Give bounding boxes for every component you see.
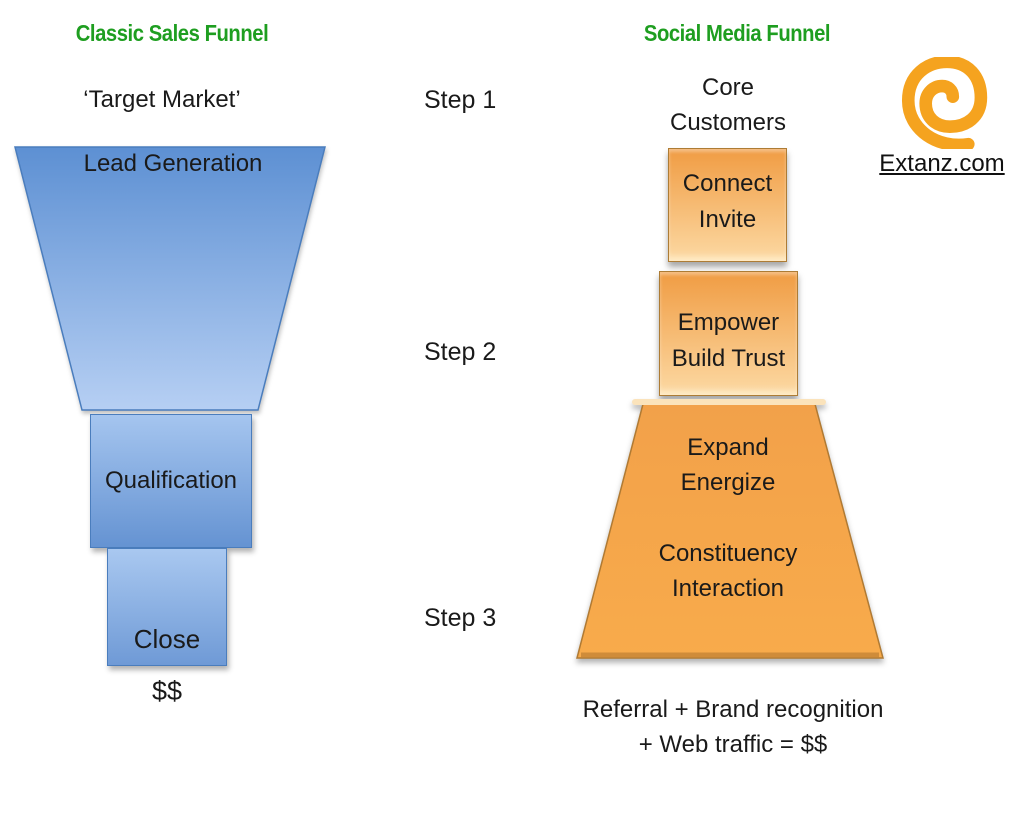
- target-market-label: ‘Target Market’: [83, 86, 241, 113]
- step-2-label: Step 2: [424, 338, 497, 366]
- extanz-site-link[interactable]: Extanz.com: [879, 150, 1005, 177]
- qualification-label: Qualification: [104, 467, 238, 494]
- empower-build-trust-label: Empower Build Trust: [671, 308, 786, 372]
- close-box: Close: [107, 548, 227, 666]
- step-3-label: Step 3: [424, 604, 497, 632]
- lead-generation-label: Lead Generation: [83, 150, 263, 177]
- classic-funnel-title: Classic Sales Funnel: [75, 20, 269, 46]
- constituency-interaction-label: Constituency Interaction: [658, 540, 798, 602]
- social-funnel-shape: [576, 399, 884, 659]
- classic-funnel-shape: [14, 146, 326, 411]
- core-customers-label: Core Customers: [669, 74, 787, 136]
- expand-energize-label: Expand Energize: [680, 434, 776, 496]
- spiral-logo-icon: [901, 57, 988, 149]
- social-funnel-title: Social Media Funnel: [643, 20, 831, 46]
- classic-dollars-label: $$: [151, 676, 183, 706]
- qualification-box: Qualification: [90, 414, 252, 548]
- empower-build-trust-box: Empower Build Trust: [659, 271, 798, 396]
- referral-caption: Referral + Brand recognition + Web traff…: [582, 696, 884, 758]
- step-1-label: Step 1: [424, 86, 497, 114]
- close-label: Close: [133, 624, 201, 654]
- connect-invite-label: Connect Invite: [682, 170, 773, 233]
- connect-invite-box: Connect Invite: [668, 148, 787, 262]
